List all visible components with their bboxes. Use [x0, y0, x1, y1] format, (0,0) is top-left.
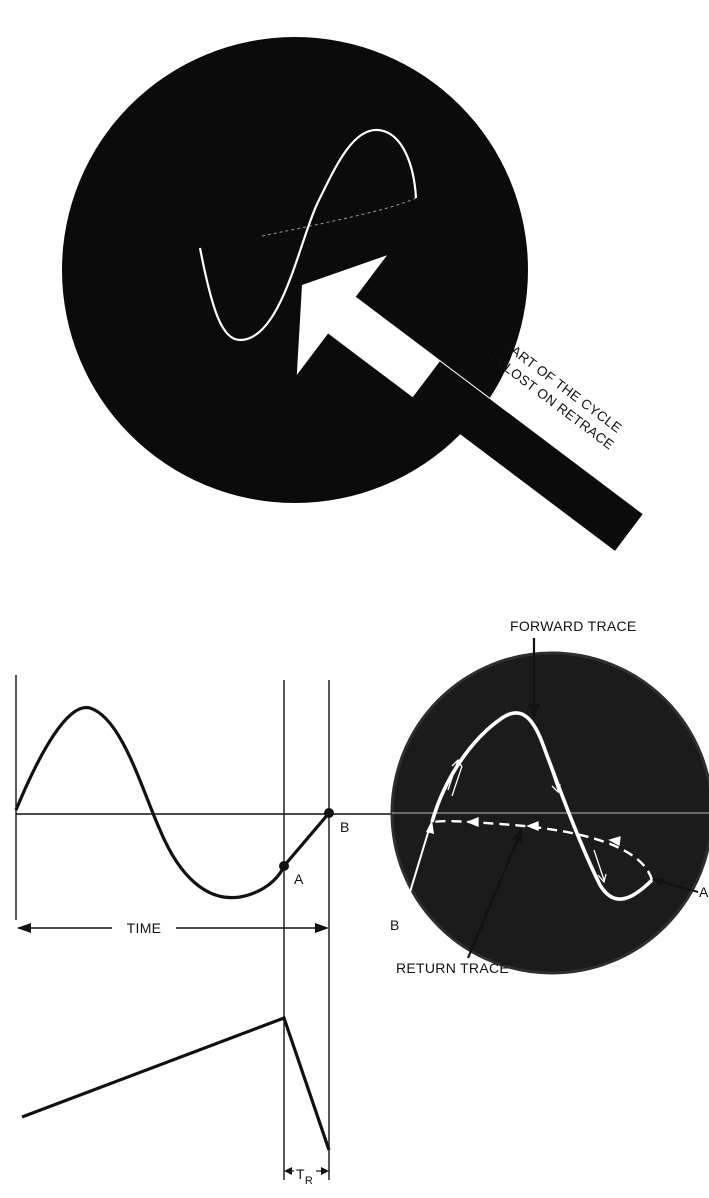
tr-right-head: [321, 1167, 329, 1175]
point-a-label: A: [294, 871, 304, 887]
point-b-label: B: [340, 819, 350, 835]
sweep-sawtooth: [22, 1018, 329, 1150]
point-a-dot: [279, 861, 289, 871]
point-b-dot: [324, 808, 334, 818]
forward-trace-label: FORWARD TRACE: [510, 618, 637, 634]
top-scope-screen: [62, 37, 528, 503]
tr-label: TR: [296, 1166, 313, 1187]
time-label: TIME: [127, 920, 162, 936]
time-arrow-right-head: [315, 923, 329, 933]
scope-point-a-label: A: [699, 884, 709, 900]
time-arrow-left-head: [17, 923, 31, 933]
time-span-arrow: TIME: [17, 920, 329, 936]
scope-point-b-label: B: [390, 917, 400, 933]
retrace-time-marker: TR: [284, 1166, 329, 1187]
bottom-scope: A B: [390, 653, 709, 973]
bottom-timing-panel: A B TIME TR: [16, 618, 709, 1187]
top-scope-panel: PART OF THE CYCLE IS LOST ON RETRACE: [62, 37, 675, 592]
tr-label-main: T: [296, 1166, 305, 1182]
tr-left-head: [284, 1167, 292, 1175]
return-trace-label: RETURN TRACE: [396, 960, 509, 976]
tr-label-subscript: R: [305, 1175, 313, 1187]
